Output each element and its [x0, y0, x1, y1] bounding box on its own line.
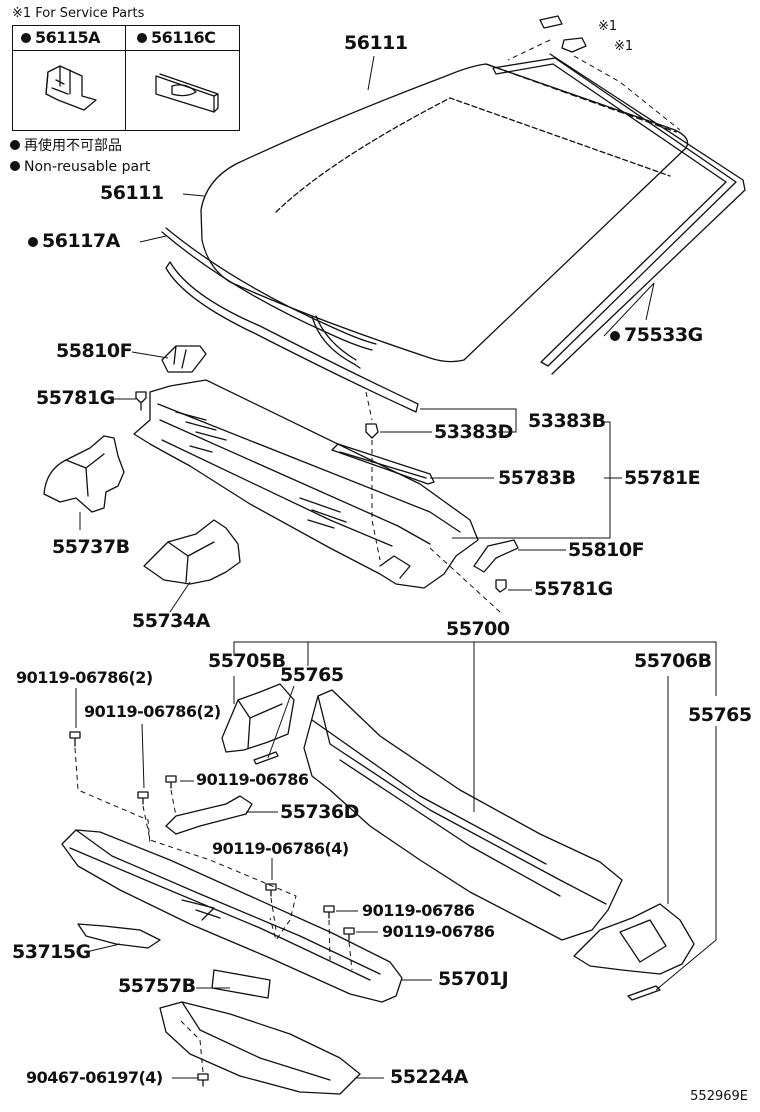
label-55706b: 55706B [634, 650, 712, 672]
label-55810f-upper: 55810F [56, 340, 133, 362]
windshield-glass [200, 63, 689, 363]
weatherstrip-56117a [161, 227, 419, 413]
cowl-lower-55701j [61, 829, 403, 1003]
clip-service-1 [539, 15, 563, 29]
label-75533g: 75533G [610, 326, 703, 345]
bolt-icons [69, 731, 355, 1087]
label-bolt-90119-4: 90119-06786(4) [212, 839, 349, 858]
cowl-top-panel [133, 379, 479, 589]
label-bolt-90119-2: 90119-06786(2) [84, 702, 221, 721]
label-bolt-90119-5: 90119-06786 [362, 901, 475, 920]
label-55224a: 55224A [390, 1066, 468, 1088]
clip-service-2 [561, 37, 587, 53]
label-55705b: 55705B [208, 650, 286, 672]
bracket-55706b [573, 903, 695, 975]
label-bolt-90119-6: 90119-06786 [382, 922, 495, 941]
clip-55781g-lower [495, 579, 507, 593]
label-55765-right: 55765 [688, 704, 752, 726]
label-55737b: 55737B [52, 536, 130, 558]
label-bolt-90119-3: 90119-06786 [196, 770, 309, 789]
label-55781g-upper: 55781G [36, 387, 115, 409]
label-56111-top: 56111 [344, 32, 408, 54]
non-reusable-dot-icon [10, 140, 20, 150]
label-bolt-90119-1: 90119-06786(2) [16, 668, 153, 687]
non-reusable-dot-icon [28, 237, 38, 247]
non-reusable-dot-icon [10, 161, 20, 171]
non-reusable-dot-icon [137, 33, 147, 43]
label-55736d: 55736D [280, 801, 359, 823]
label-53383d: 53383D [434, 421, 513, 443]
label-53383b: 53383B [528, 410, 606, 432]
label-55734a: 55734A [132, 610, 210, 632]
molding-75533g [492, 53, 746, 375]
seal-55783b [331, 443, 435, 485]
label-56117a: 56117A [28, 232, 120, 251]
clip-53383d [365, 423, 379, 439]
service-mark-2: ※1 [614, 39, 634, 54]
legend-jp: 再使用不可部品 [10, 139, 122, 153]
pad-55757b [211, 969, 271, 999]
duct-55734a [143, 519, 241, 585]
label-55810f-lower: 55810F [568, 539, 645, 561]
clip-55781g-upper [135, 391, 147, 411]
cover-55224a [159, 1001, 361, 1095]
label-55781g-lower: 55781G [534, 578, 613, 600]
service-part-1: 56115A [21, 30, 101, 46]
clip-56116c-icon [155, 73, 219, 113]
label-55781e: 55781E [624, 467, 701, 489]
cowl-panel-55700 [303, 689, 623, 941]
label-55701j: 55701J [438, 968, 509, 990]
non-reusable-dot-icon [610, 331, 620, 341]
label-55765-left: 55765 [280, 664, 344, 686]
label-53715g: 53715G [12, 941, 91, 963]
diagram-reference-id: 552969E [690, 1089, 748, 1104]
bracket-53715g [77, 923, 161, 949]
bracket-55705b [221, 683, 295, 753]
service-parts-box: 56115A 56116C [12, 25, 240, 131]
label-55783b: 55783B [498, 467, 576, 489]
brace-55736d [165, 795, 253, 835]
service-mark-1: ※1 [598, 19, 618, 34]
legend-en: Non-reusable part [10, 160, 150, 174]
label-55757b: 55757B [118, 975, 196, 997]
label-55700: 55700 [446, 618, 510, 640]
label-bolt-90467: 90467-06197(4) [26, 1068, 163, 1087]
non-reusable-dot-icon [21, 33, 31, 43]
clip-56115a-icon [45, 65, 97, 111]
label-56111-left: 56111 [100, 182, 164, 204]
plate-55765-left [253, 751, 279, 765]
duct-55737b [43, 435, 125, 513]
service-part-2: 56116C [137, 30, 216, 46]
bracket-55810f-lower [473, 539, 519, 573]
bracket-55810f-upper [161, 345, 207, 373]
plate-55765-right [627, 985, 661, 1001]
service-note: ※1 For Service Parts [12, 6, 145, 21]
